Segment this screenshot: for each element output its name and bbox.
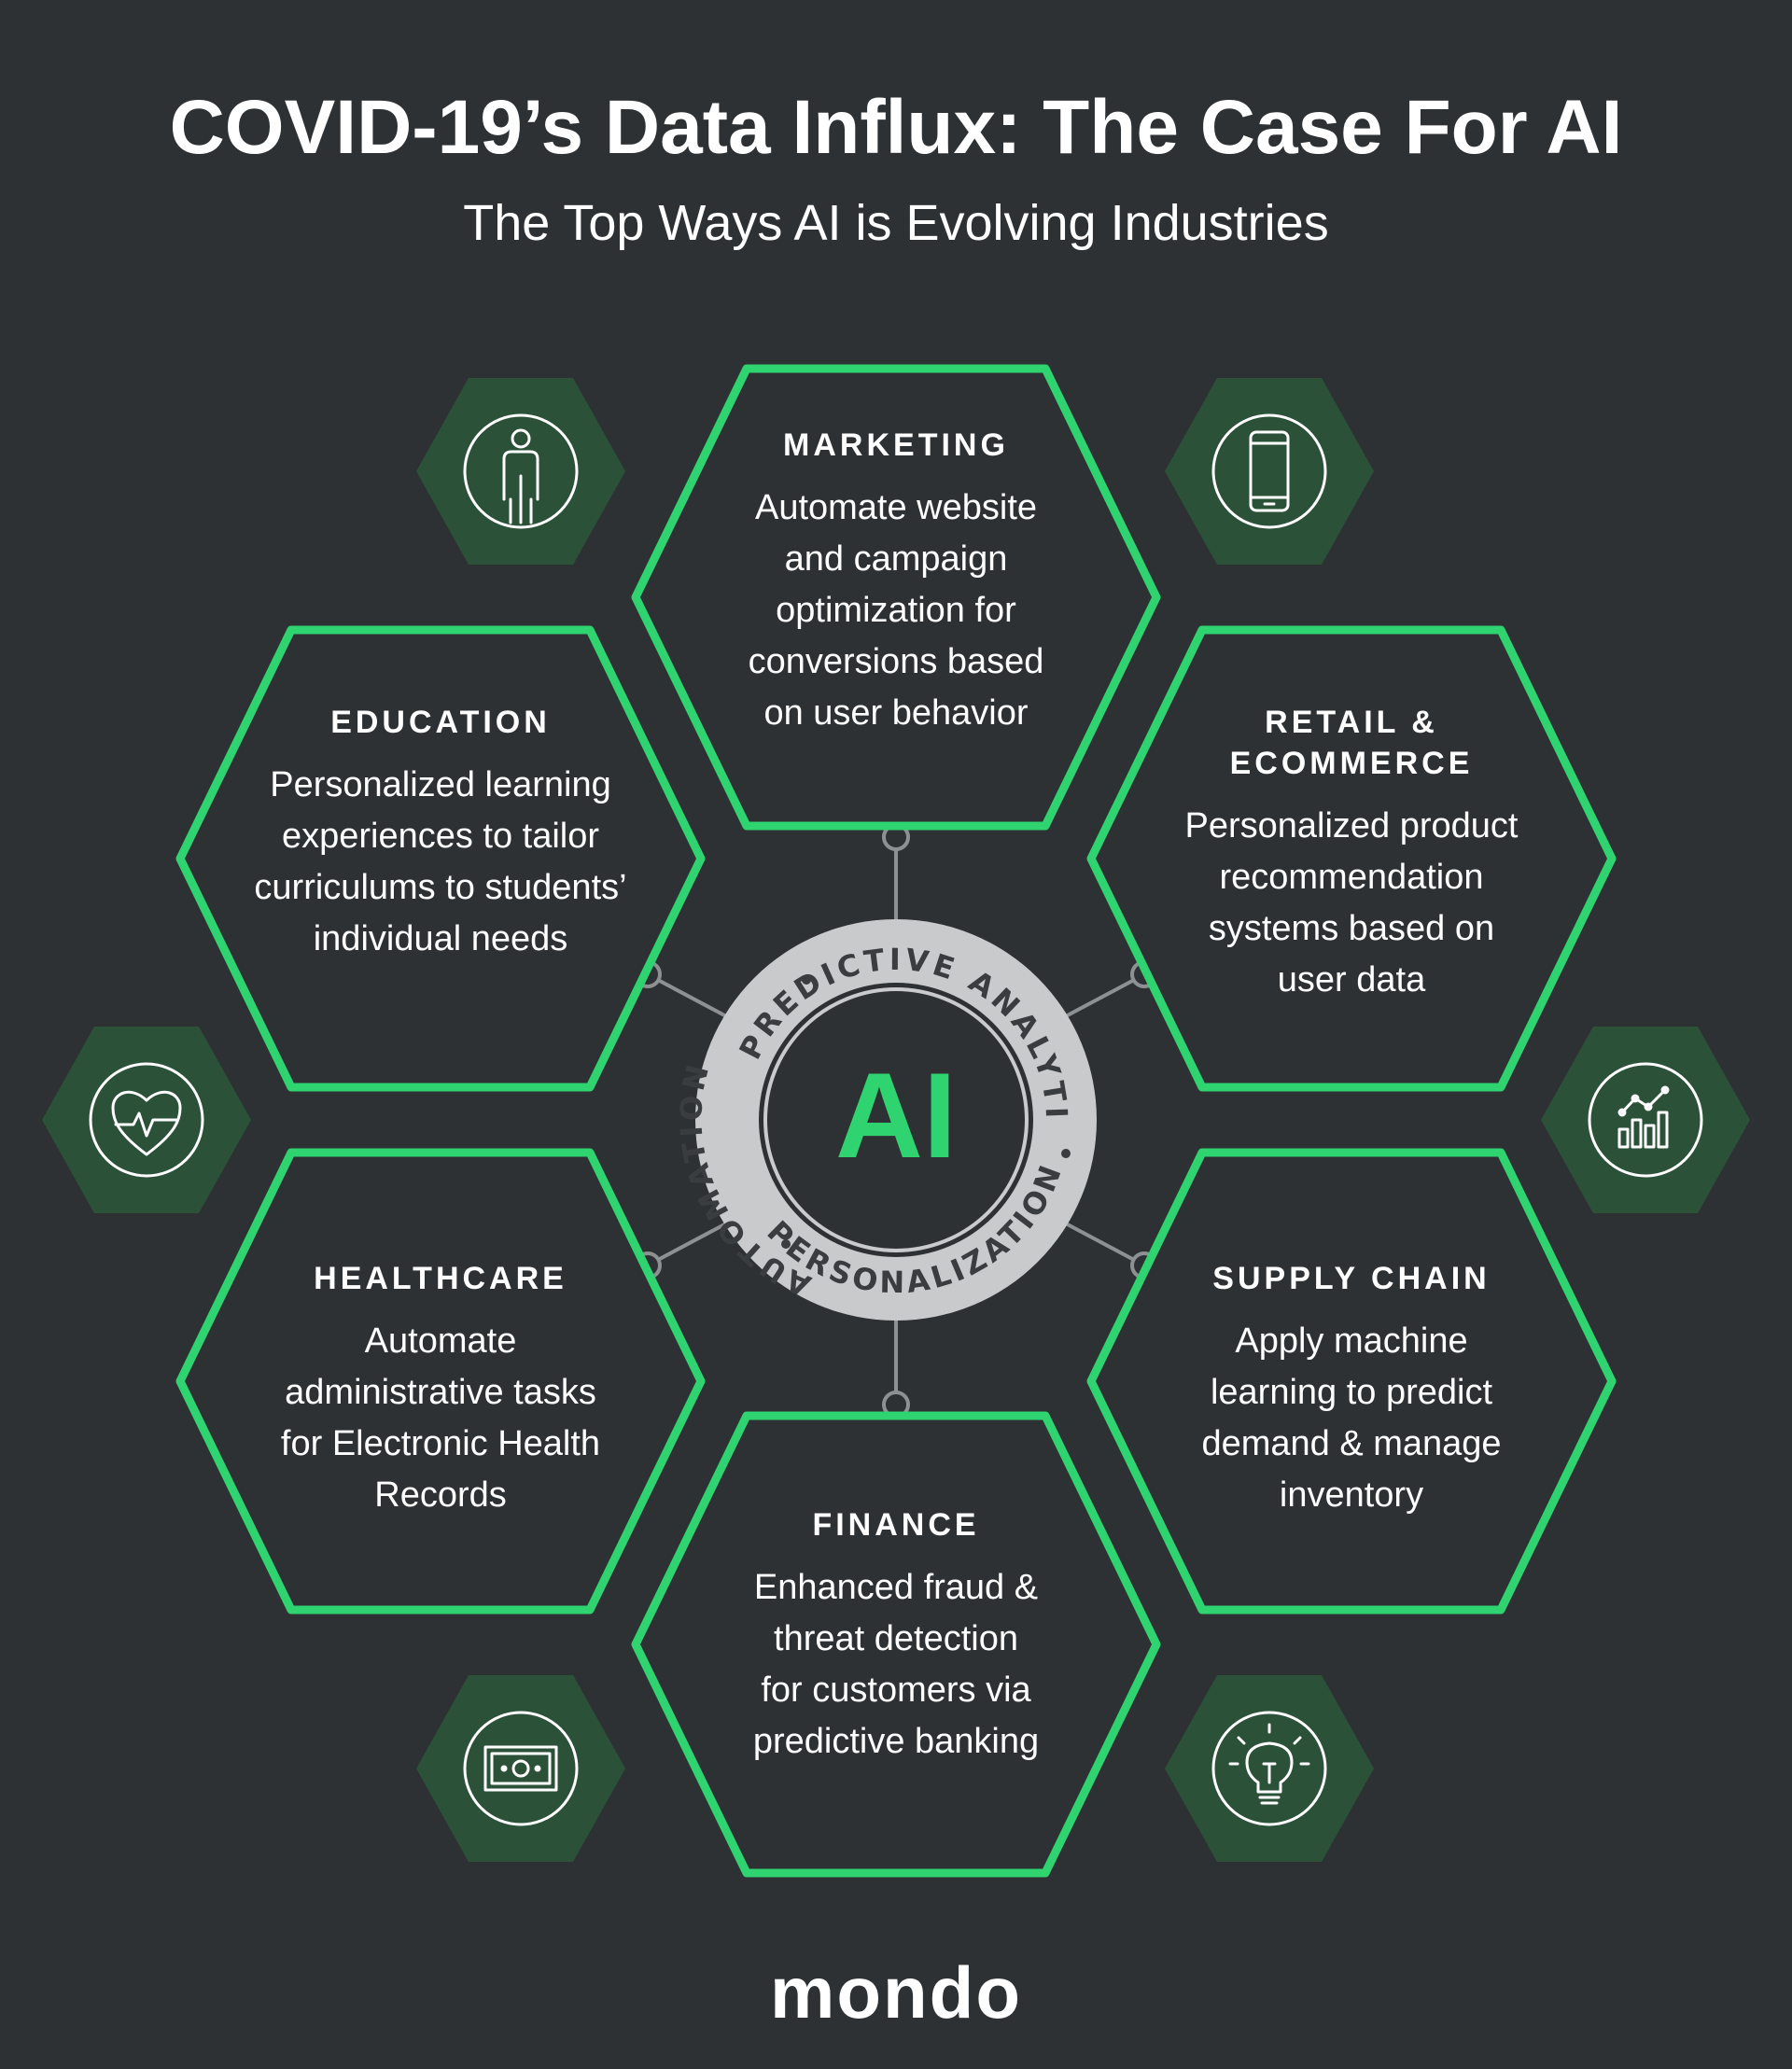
bar-chart-icon: [1588, 1062, 1703, 1178]
card-retail: RETAIL & ECOMMERCE Personalized product …: [1146, 702, 1557, 1006]
education-heading: EDUCATION: [330, 705, 551, 740]
retail-heading: RETAIL & ECOMMERCE: [1229, 705, 1474, 781]
hub-inner-line: [763, 987, 1029, 1252]
cash-icon: [463, 1711, 579, 1826]
heart-pulse-icon: [89, 1062, 204, 1178]
finance-heading: FINANCE: [812, 1507, 980, 1543]
mondo-logo: mondo: [770, 1951, 1022, 2034]
ring-dot-3: [781, 1239, 791, 1249]
hex-healthcare: [175, 1148, 706, 1615]
connector-education: [655, 977, 729, 1019]
hex-finance: [631, 1411, 1161, 1878]
icon-hex-mid-right: [1541, 1027, 1750, 1213]
smartphone-icon: [1211, 413, 1327, 529]
industry-hexagons: [175, 364, 1617, 1878]
hub-label: AI: [835, 1047, 957, 1183]
education-body: Personalized learning experiences to tai…: [254, 765, 627, 958]
connector-supply-chain: [1063, 1221, 1137, 1263]
icon-hexagons: [42, 378, 1750, 1862]
card-supply-chain: SUPPLY CHAIN Apply machine learning to p…: [1141, 1258, 1561, 1521]
finance-body: Enhanced fraud & threat detection for cu…: [752, 1568, 1040, 1761]
icon-hex-top-left: [416, 378, 625, 565]
ring-dot-2: [1061, 1149, 1071, 1158]
card-marketing: MARKETING Automate website and campaign …: [700, 425, 1092, 739]
page-subtitle: The Top Ways AI is Evolving Industries: [463, 195, 1329, 251]
card-education: EDUCATION Personalized learning experien…: [221, 702, 660, 965]
hub-inner-disc: [759, 983, 1033, 1257]
card-finance: FINANCE Enhanced fraud & threat detectio…: [700, 1504, 1092, 1768]
ring-dot-1: [802, 975, 811, 985]
icon-hex-bottom-left: [416, 1675, 625, 1862]
icon-hex-mid-left: [42, 1027, 251, 1213]
connector-healthcare: [655, 1221, 729, 1263]
lightbulb-icon: [1211, 1711, 1327, 1826]
hex-supply-chain: [1086, 1148, 1617, 1615]
hex-retail: [1086, 625, 1617, 1092]
retail-body: Personalized product recommendation syst…: [1184, 806, 1519, 1000]
supply-chain-heading: SUPPLY CHAIN: [1212, 1261, 1491, 1296]
icon-hex-top-right: [1165, 378, 1374, 565]
marketing-body: Automate website and campaign optimizati…: [748, 488, 1044, 733]
connector-retail: [1063, 977, 1137, 1019]
page-title: COVID-19’s Data Influx: The Case For AI: [169, 85, 1623, 170]
hex-marketing: [631, 364, 1161, 831]
marketing-heading: MARKETING: [783, 427, 1009, 463]
healthcare-body: Automate administrative tasks for Electr…: [280, 1321, 601, 1515]
healthcare-heading: HEALTHCARE: [314, 1261, 567, 1296]
supply-chain-body: Apply machine learning to predict demand…: [1201, 1321, 1502, 1515]
hex-education: [175, 625, 706, 1092]
person-icon: [463, 413, 579, 529]
card-healthcare: HEALTHCARE Automate administrative tasks…: [231, 1258, 651, 1521]
